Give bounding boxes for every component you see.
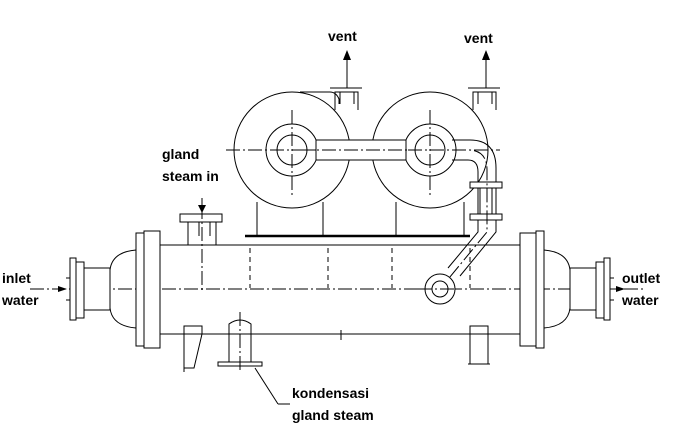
return-pipe [418,139,503,305]
vent-left-arrow-icon [343,50,351,60]
left-end-assembly [66,230,161,349]
outlet-water-label-line2: water [621,292,659,308]
inlet-water-label-line2: water [1,292,39,308]
inter-ejector-pipe [300,139,420,161]
right-end-assembly [519,230,614,349]
vent-right-label: vent [464,30,493,46]
right-saddle-support [468,325,490,365]
vent-right-arrow-icon [482,50,490,60]
steam-in-arrow-icon [198,205,206,213]
gland-steam-inlet-nozzle [179,198,223,290]
labels: vent vent gland steam in inlet water out… [1,28,660,423]
flow-arrows [58,286,625,292]
outlet-water-label-line1: outlet [622,270,660,286]
gland-steam-in-label-line2: steam in [162,168,219,184]
inlet-arrow-icon [58,286,67,292]
condensate-outlet-nozzle [217,312,290,405]
ejector-left [226,50,362,236]
left-saddle-support [183,325,203,372]
inlet-water-label-line1: inlet [2,270,31,286]
internal-baffles [249,248,471,288]
gland-steam-in-label-line1: gland [162,146,199,162]
outlet-arrow-icon [616,286,625,292]
vent-left-label: vent [328,28,357,44]
kondensasi-label-line1: kondensasi [292,385,369,401]
kondensasi-label-line2: gland steam [292,407,374,423]
